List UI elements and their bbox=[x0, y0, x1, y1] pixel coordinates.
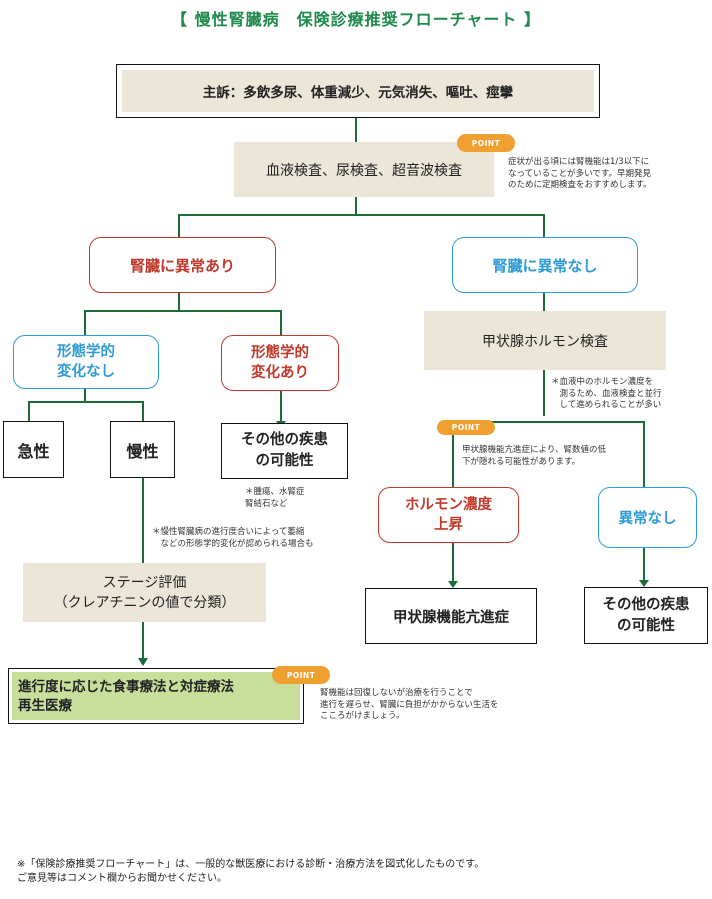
tests-box: 血液検査、尿検査、超音波検査 bbox=[234, 142, 494, 197]
other-disease-left-box: その他の疾患 の可能性 bbox=[221, 423, 348, 479]
hormone-high-box: ホルモン濃度 上昇 bbox=[378, 487, 519, 543]
treatment-point-note: 腎機能は回復しないが治療を行うことで 進行を遅らせ、腎臓に負担がかからない生活を… bbox=[320, 688, 499, 721]
chief-complaint-box: 主訴：多飲多尿、体重減少、元気消失、嘔吐、痙攣 bbox=[116, 64, 600, 118]
other-examples-note: ＊腫瘍、水腎症 腎結石など bbox=[245, 487, 305, 509]
staging-box: ステージ評価 （クレアチニンの値で分類） bbox=[23, 563, 266, 622]
hyperthyroid-box: 甲状腺機能亢進症 bbox=[365, 588, 537, 644]
other-disease-right-box: その他の疾患 の可能性 bbox=[584, 587, 708, 644]
hormone-point-note: 甲状腺機能亢進症により、腎数値の低 下が隠れる可能性があります。 bbox=[462, 445, 606, 467]
point-badge-treatment: POINT bbox=[272, 666, 330, 684]
point-badge-tests: POINT bbox=[457, 134, 515, 152]
acute-box: 急性 bbox=[3, 421, 64, 478]
treatment-text: 進行度に応じた食事療法と対症療法 再生医療 bbox=[12, 672, 300, 720]
chronic-box: 慢性 bbox=[110, 421, 175, 478]
renal-abnormal-box: 腎臓に異常あり bbox=[89, 237, 276, 293]
tests-point-note: 症状が出る頃には腎機能は1/3以下に なっていることが多いです。早期発見 のため… bbox=[508, 157, 652, 190]
renal-normal-box: 腎臓に異常なし bbox=[452, 237, 638, 293]
morph-change-box: 形態学的 変化あり bbox=[221, 335, 339, 391]
no-abnormality-box: 異常なし bbox=[598, 487, 697, 548]
chronic-note: ＊慢性腎臓病の進行度合いによって萎縮 などの形態学的変化が認められる場合も bbox=[152, 527, 314, 549]
treatment-box: 進行度に応じた食事療法と対症療法 再生医療 bbox=[8, 668, 304, 724]
footer-note: ※「保険診療推奨フローチャート」は、一般的な獣医療における診断・治療方法を図式化… bbox=[17, 859, 485, 884]
chief-complaint-text: 主訴：多飲多尿、体重減少、元気消失、嘔吐、痙攣 bbox=[122, 70, 594, 112]
point-badge-hormone: POINT bbox=[437, 420, 495, 435]
thyroid-note: ＊血液中のホルモン濃度を 測るため、血液検査と並行 して進められることが多い bbox=[551, 377, 662, 410]
thyroid-test-box: 甲状腺ホルモン検査 bbox=[424, 311, 666, 370]
no-morph-change-box: 形態学的 変化なし bbox=[13, 335, 159, 389]
page-title: 【 慢性腎臓病 保険診療推奨フローチャート 】 bbox=[171, 10, 541, 29]
